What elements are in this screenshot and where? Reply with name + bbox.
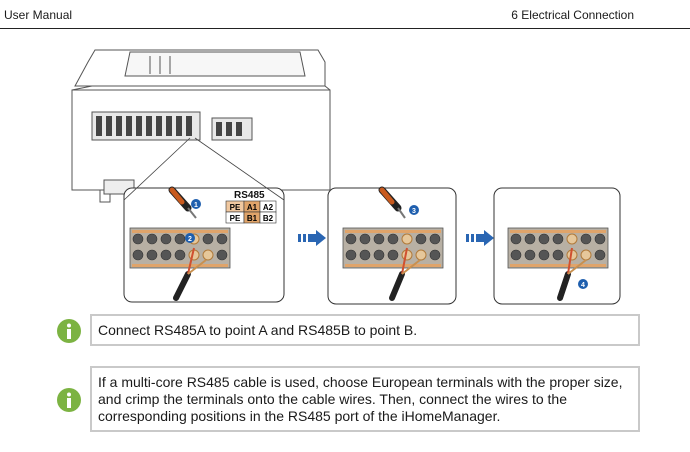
step-badge-2: 2 <box>185 233 195 243</box>
device-terminal-block <box>96 116 242 136</box>
terminal-block-3 <box>507 227 609 269</box>
rs485-pin-table: PE A1 A2 PE B1 B2 <box>225 200 277 224</box>
step-badge-4: 4 <box>578 279 588 289</box>
header-divider <box>0 28 690 29</box>
step-badge-1: 1 <box>191 199 201 209</box>
pin-a1: A1 <box>247 203 258 212</box>
pin-a2: A2 <box>263 203 274 212</box>
screwdriver-icon <box>378 186 406 219</box>
header-section: 6 Electrical Connection <box>511 8 634 22</box>
pin-b1: B1 <box>247 214 258 223</box>
svg-text:4: 4 <box>581 282 585 289</box>
note-text-1: Connect RS485A to point A and RS485B to … <box>98 322 418 338</box>
arrow-icon-2 <box>466 230 494 246</box>
rs485-cable-1 <box>173 247 207 301</box>
pin-pe-2: PE <box>230 214 241 223</box>
step-badge-3: 3 <box>409 205 419 215</box>
rs485-title: RS485 <box>234 190 265 201</box>
terminal-block-1 <box>129 227 231 269</box>
pin-pe-1: PE <box>230 203 241 212</box>
arrow-icon-1 <box>298 230 326 246</box>
note-box-1: Connect RS485A to point A and RS485B to … <box>90 314 640 346</box>
info-icon <box>57 388 81 412</box>
svg-text:1: 1 <box>194 202 198 209</box>
pin-b2: B2 <box>263 214 274 223</box>
svg-text:2: 2 <box>188 236 192 243</box>
svg-text:3: 3 <box>412 208 416 215</box>
rs485-cable-2 <box>389 247 421 301</box>
terminal-block-2 <box>342 227 444 269</box>
screwdriver-icon <box>168 186 197 219</box>
note-box-2: If a multi-core RS485 cable is used, cho… <box>90 366 640 432</box>
wiring-illustration: RS485 PE A1 A2 PE B1 B2 <box>71 49 621 305</box>
header-title: User Manual <box>4 8 73 22</box>
info-icon <box>57 319 81 343</box>
rs485-cable-3 <box>557 247 587 301</box>
note-text-2: If a multi-core RS485 cable is used, cho… <box>98 374 623 424</box>
